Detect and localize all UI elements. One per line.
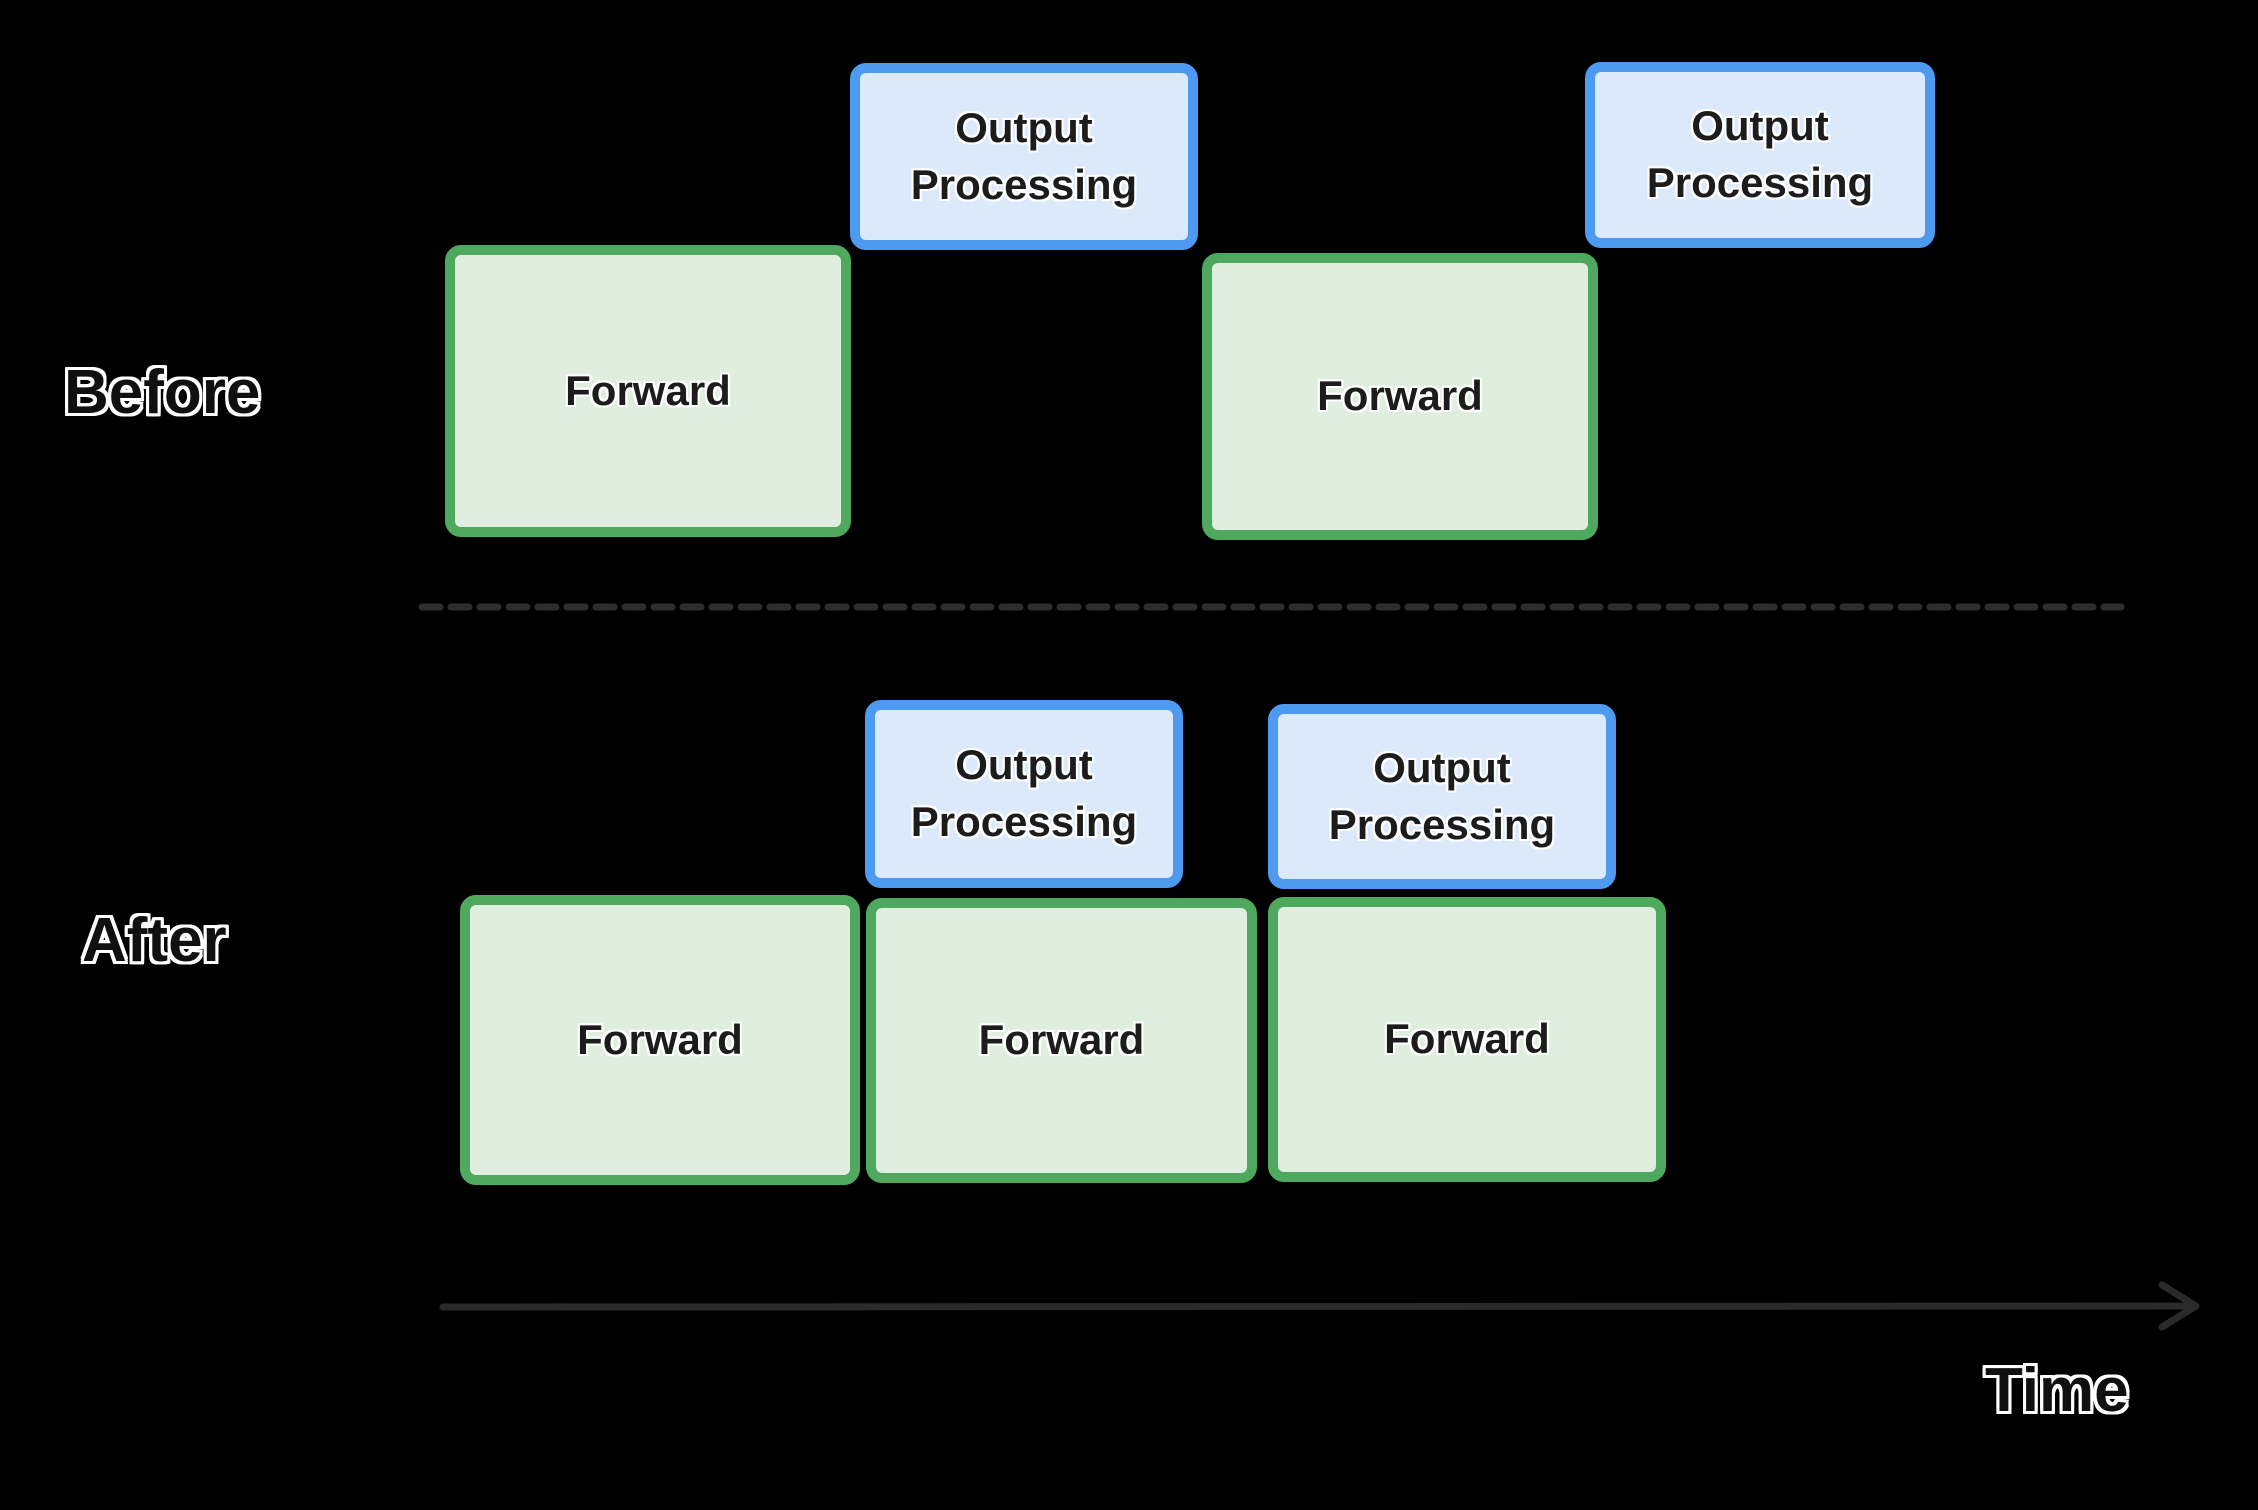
time-axis-arrow xyxy=(439,1281,2200,1331)
output-processing-box-label: Output Processing xyxy=(1646,102,1874,206)
before-output-processing-box-2: Output Processing xyxy=(1585,62,1935,248)
forward-box-label: Forward xyxy=(565,366,731,414)
before-forward-box-2: Forward xyxy=(1202,253,1598,540)
before-output-processing-box-1: Output Processing xyxy=(850,63,1198,250)
output-processing-box-label: Output Processing xyxy=(910,103,1138,208)
after-forward-box-2: Forward xyxy=(866,898,1257,1183)
output-processing-box-label: Output Processing xyxy=(1328,743,1556,848)
forward-box-label: Forward xyxy=(577,1015,743,1063)
after-output-processing-box-1: Output Processing xyxy=(865,700,1183,888)
after-output-processing-box-2: Output Processing xyxy=(1268,704,1616,889)
before-forward-box-1: Forward xyxy=(445,245,851,537)
output-processing-box-label: Output Processing xyxy=(910,741,1138,845)
forward-box-label: Forward xyxy=(1384,1015,1550,1063)
forward-box-label: Forward xyxy=(978,1016,1145,1064)
before-row-label: Before xyxy=(64,358,261,427)
forward-box-label: Forward xyxy=(1317,372,1483,420)
after-row-label: After xyxy=(82,906,227,975)
after-forward-box-3: Forward xyxy=(1268,897,1666,1182)
time-axis-label: Time xyxy=(1985,1356,2129,1425)
after-forward-box-1: Forward xyxy=(460,895,860,1185)
